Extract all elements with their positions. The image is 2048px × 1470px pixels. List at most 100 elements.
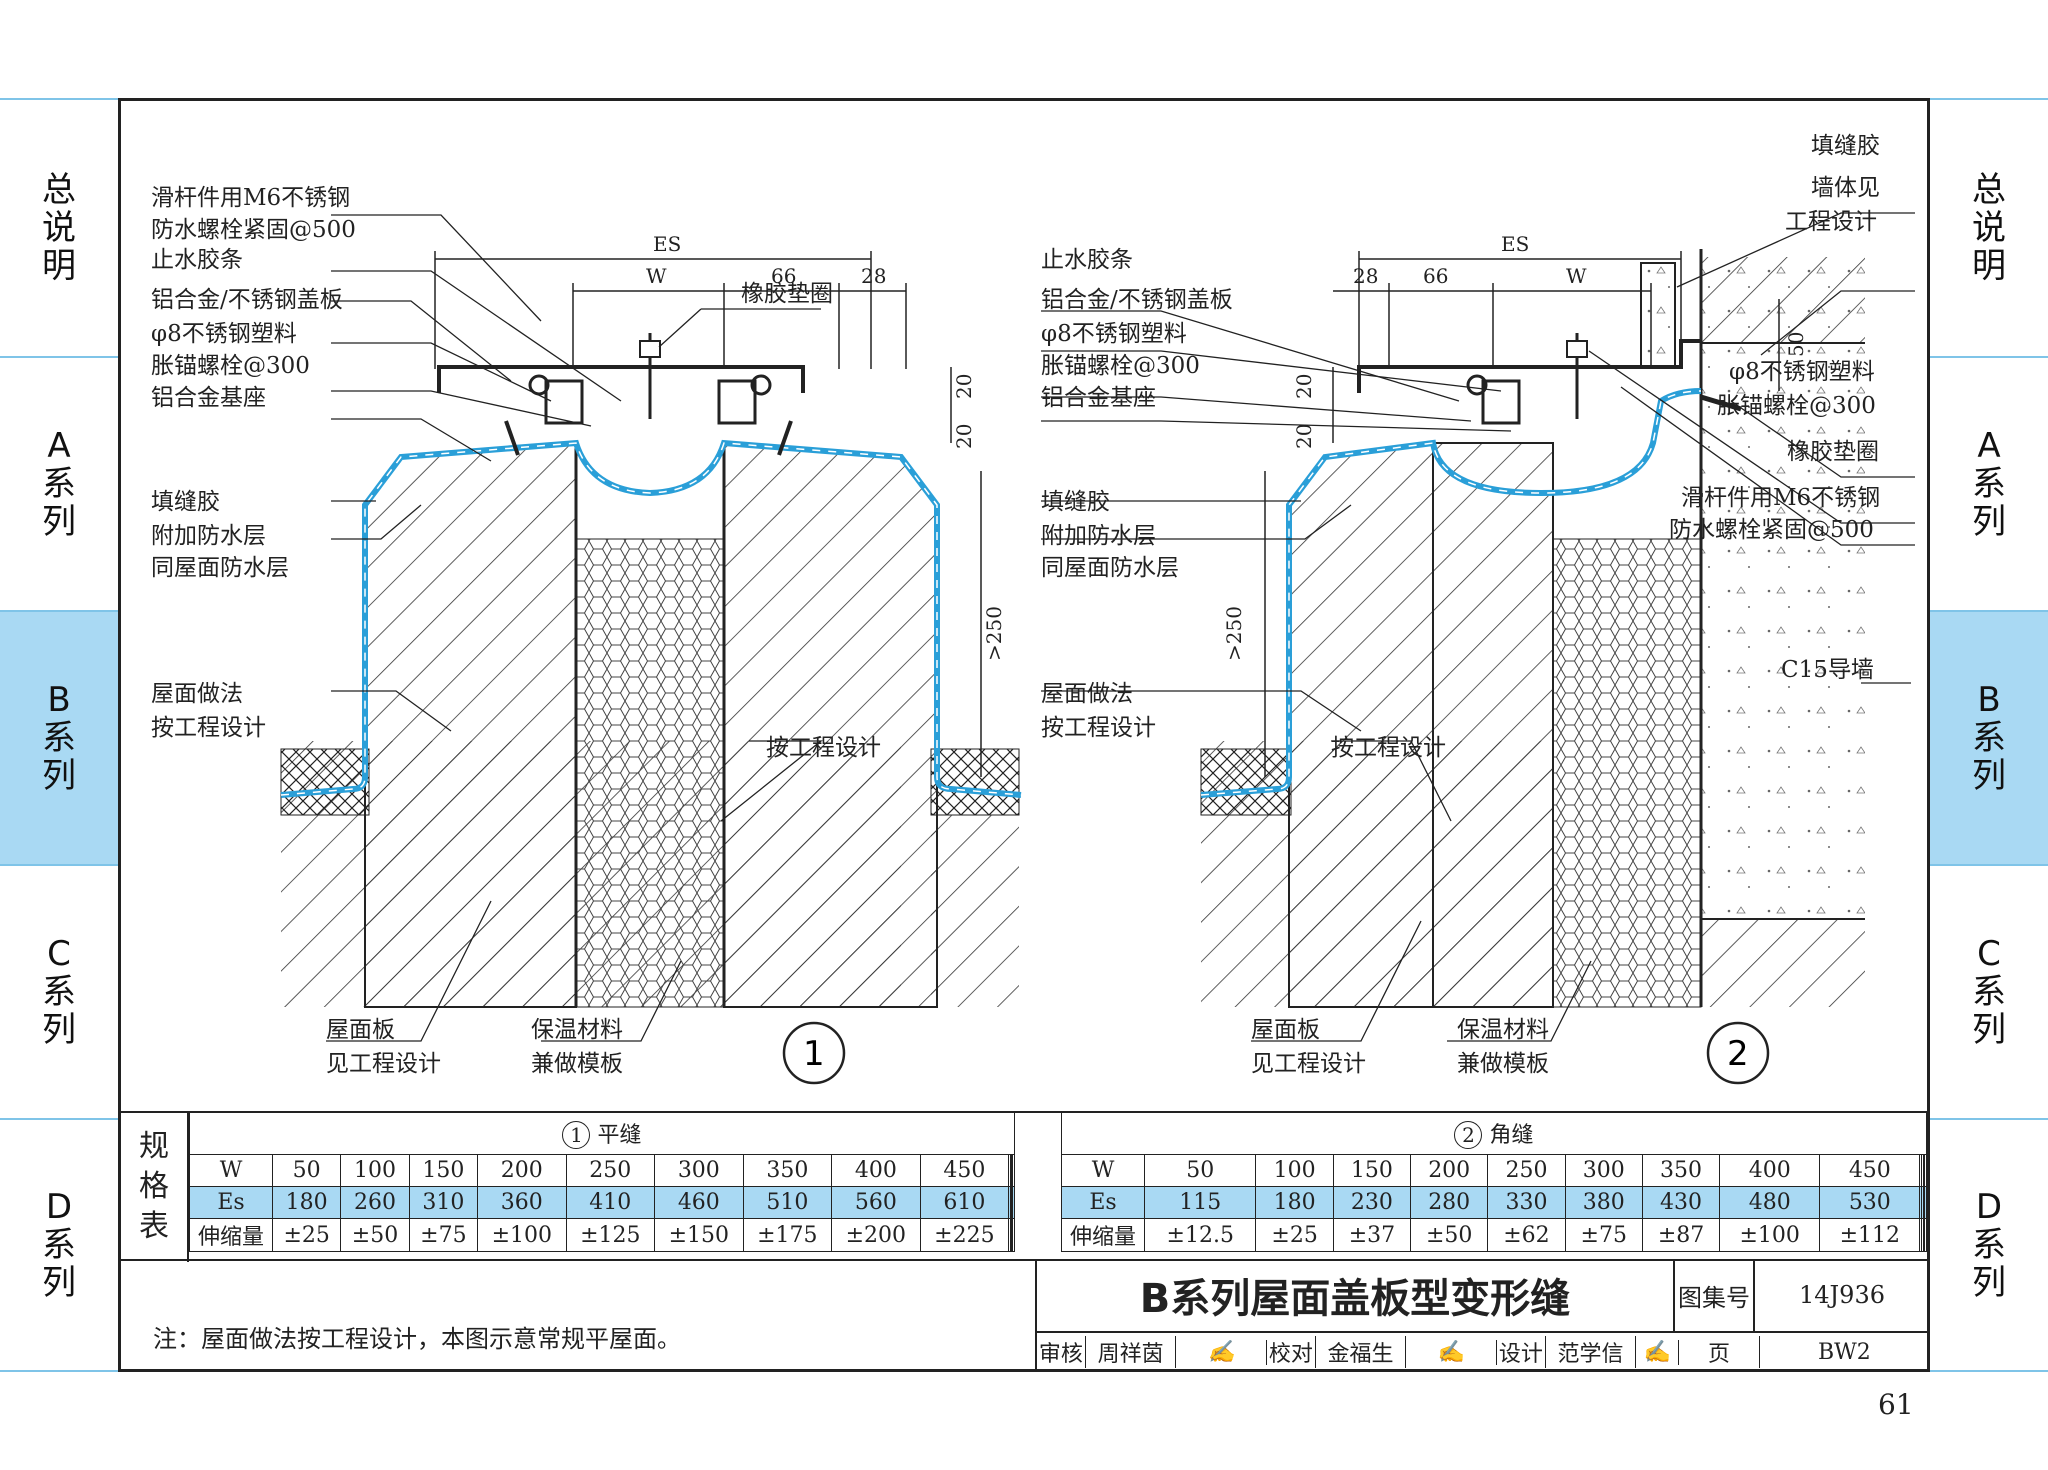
side-tabs-left: 总说明 A系列 B系列 C系列 D系列 — [0, 0, 120, 1470]
label-slide-bolt: 滑杆件用M6不锈钢 — [151, 185, 350, 211]
upstand-right — [723, 441, 938, 1008]
dim-50: 50 — [1784, 332, 1808, 357]
label-sealant: 填缝胶 — [151, 489, 220, 515]
dim-66: 66 — [771, 264, 796, 288]
roof-layer-left — [1200, 748, 1292, 816]
label-insulation-2: 兼做模板 — [1457, 1051, 1549, 1077]
checker-signature: ✍ — [1406, 1339, 1497, 1365]
label-anchor-bolt: φ8不锈钢塑料 — [1041, 321, 1187, 347]
label-roof-slab-2: 见工程设计 — [1251, 1051, 1366, 1077]
aluminium-base — [1481, 379, 1521, 425]
tab-general[interactable]: 总说明 — [1930, 98, 2048, 356]
page-code: BW2 — [1817, 1339, 1871, 1365]
corner-title: 2 角缝 — [1061, 1111, 1927, 1155]
roof-layer-right — [930, 748, 1020, 816]
atlas-number: 14J936 — [1799, 1281, 1885, 1309]
label-insulation: 保温材料 — [531, 1017, 623, 1043]
tab-series-c[interactable]: C系列 — [0, 864, 118, 1118]
label-slide-bolt-2: 防水螺栓紧固@500 — [151, 217, 356, 243]
section-drawings: ES W 66 28 20 20 >250 滑杆件用M6不锈钢 防水螺栓紧固@5… — [151, 133, 1915, 1085]
dim-20-b: 20 — [952, 424, 976, 449]
label-slide-bolt-2: 防水螺栓紧固@500 — [1669, 517, 1874, 543]
tab-series-d[interactable]: D系列 — [0, 1118, 118, 1372]
label-roof-slab-2: 见工程设计 — [326, 1051, 441, 1077]
dim-250: >250 — [982, 606, 1006, 661]
upstand-left — [1288, 441, 1434, 1008]
label-roof-method-2: 按工程设计 — [1041, 715, 1156, 741]
dim-66: 66 — [1423, 264, 1448, 288]
label-aluminium-base: 铝合金基座 — [151, 385, 266, 411]
tab-series-a[interactable]: A系列 — [1930, 356, 2048, 610]
tab-series-d[interactable]: D系列 — [1930, 1118, 2048, 1372]
tab-series-a[interactable]: A系列 — [0, 356, 118, 610]
label-roof-slab: 屋面板 — [1251, 1017, 1320, 1043]
label-insulation-2: 兼做模板 — [531, 1051, 623, 1077]
label-cover-plate: 铝合金/不锈钢盖板 — [1041, 287, 1233, 313]
label-extra-waterproof: 附加防水层 — [151, 523, 266, 549]
label-rubber-washer: 橡胶垫圈 — [1787, 439, 1879, 465]
label-anchor-right-2: 胀锚螺栓@300 — [1717, 393, 1876, 419]
label-sealant-top: 填缝胶 — [1811, 133, 1880, 159]
label-extra-waterproof-2: 同屋面防水层 — [1041, 555, 1179, 581]
page-number: 61 — [1878, 1388, 1914, 1421]
tab-series-b[interactable]: B系列 — [0, 610, 118, 864]
detail-2-corner-joint: ES 28 66 W 50 20 20 >250 填缝胶 墙体见 工程设计 止水… — [1041, 133, 1915, 1085]
label-by-design: 按工程设计 — [1331, 735, 1446, 761]
tab-series-b[interactable]: B系列 — [1930, 610, 2048, 864]
label-slide-bolt: 滑杆件用M6不锈钢 — [1681, 485, 1880, 511]
spec-side-label: 规格表 — [121, 1111, 189, 1262]
label-cover-plate: 铝合金/不锈钢盖板 — [151, 287, 343, 313]
label-extra-waterproof-2: 同屋面防水层 — [151, 555, 289, 581]
dim-250: >250 — [1222, 606, 1246, 661]
label-roof-method-2: 按工程设计 — [151, 715, 266, 741]
label-sealant: 填缝胶 — [1041, 489, 1110, 515]
roof-slab-right — [931, 815, 1019, 1007]
label-roof-slab: 屋面板 — [326, 1017, 395, 1043]
label-rubber-washer: 橡胶垫圈 — [741, 281, 833, 307]
label-anchor-bolt-2: 胀锚螺栓@300 — [1041, 353, 1200, 379]
cover-plate — [437, 365, 805, 393]
aluminium-base-left — [544, 379, 584, 425]
detail-1-flat-joint: ES W 66 28 20 20 >250 滑杆件用M6不锈钢 防水螺栓紧固@5… — [151, 185, 1022, 1085]
label-roof-method: 屋面做法 — [1041, 681, 1133, 707]
detail-callout-2 — [1706, 1021, 1770, 1085]
label-water-stop: 止水胶条 — [151, 247, 243, 273]
dim-es: ES — [653, 232, 681, 256]
designer-signature: ✍ — [1636, 1339, 1680, 1365]
reviewer-signature: ✍ — [1176, 1339, 1267, 1365]
dim-20-a: 20 — [1292, 374, 1316, 399]
dim-20-a: 20 — [952, 374, 976, 399]
label-roof-method: 屋面做法 — [151, 681, 243, 707]
drawing-title: B系列屋面盖板型变形缝 — [1037, 1259, 1675, 1331]
c15-guide-wall — [1701, 257, 1865, 919]
label-anchor-bolt: φ8不锈钢塑料 — [151, 321, 297, 347]
label-wall-2: 工程设计 — [1785, 209, 1877, 235]
dim-20-b: 20 — [1292, 424, 1316, 449]
label-extra-waterproof: 附加防水层 — [1041, 523, 1156, 549]
atlas-label: 图集号 — [1675, 1259, 1755, 1331]
label-by-design: 按工程设计 — [766, 735, 881, 761]
callout-1-number: 1 — [803, 1034, 825, 1074]
tab-general[interactable]: 总说明 — [0, 98, 118, 356]
detail-callout-1 — [782, 1021, 846, 1085]
dim-28: 28 — [1353, 264, 1378, 288]
label-insulation: 保温材料 — [1457, 1017, 1549, 1043]
tab-series-c[interactable]: C系列 — [1930, 864, 2048, 1118]
upstand-left — [364, 441, 577, 1008]
side-tabs-right: 总说明 A系列 B系列 C系列 D系列 — [1930, 0, 2048, 1470]
title-block: B系列屋面盖板型变形缝 图集号 14J936 审核 周祥茵 ✍ 校对 金福生 ✍… — [1035, 1259, 1929, 1371]
drawing-sheet: ES W 66 28 20 20 >250 滑杆件用M6不锈钢 防水螺栓紧固@5… — [118, 98, 1930, 1372]
dim-es: ES — [1501, 232, 1529, 256]
insulation-fill — [575, 538, 725, 1008]
label-wall: 墙体见 — [1811, 175, 1880, 201]
wall-sealant — [1640, 262, 1676, 368]
roof-layer-left — [280, 748, 370, 816]
label-guide-wall: C15导墙 — [1781, 657, 1874, 683]
label-aluminium-base: 铝合金基座 — [1041, 385, 1156, 411]
label-water-stop: 止水胶条 — [1041, 247, 1133, 273]
label-anchor-bolt-2: 胀锚螺栓@300 — [151, 353, 310, 379]
drawing-note: 注：屋面做法按工程设计，本图示意常规平屋面。 — [153, 1325, 681, 1353]
